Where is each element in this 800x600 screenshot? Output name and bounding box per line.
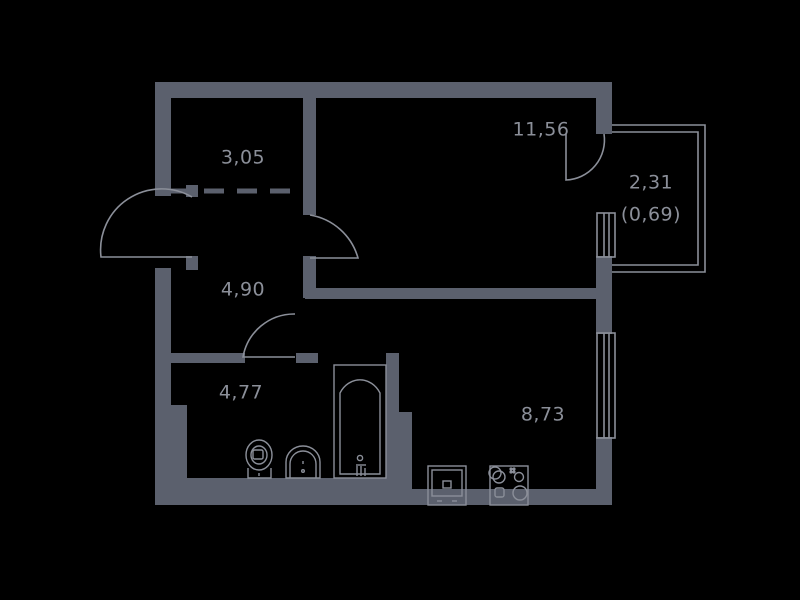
area-label-bathroom: 4,77 [219,382,263,404]
area-label-kitchen: 8,73 [521,404,565,426]
entry-door-swing-right [309,214,360,259]
washbasin-fixture [285,445,321,479]
cooktop-fixture [488,465,529,506]
wall-outer-right-bottom [596,437,612,505]
wall-bath-kitchen-cap [386,353,399,363]
cooktop-knob-3 [509,470,513,474]
balcony-outer-line [612,124,706,273]
wall-niche-top [386,412,412,423]
door-jamb-entry-right-top [303,185,316,215]
washbasin-inner [289,450,317,478]
area-label-hall-upper: 3,05 [221,147,265,169]
wall-outer-top [155,82,612,98]
toilet-cistern [247,468,272,479]
wall-living-kitchen [305,288,600,299]
balcony-outline [612,124,706,273]
bathtub-faucet [356,466,366,476]
cooktop-knob-2 [512,467,516,471]
wall-outer-left-stub [155,185,171,196]
balcony-door-window [596,212,616,258]
door-jamb-entry-left-bottom [186,256,198,270]
toilet-seat-inner [250,445,268,465]
cooktop-burner-tl [492,470,506,484]
window-group [596,212,616,439]
bathroom-door-swing [242,313,296,358]
bathtub-fixture [333,364,387,479]
balcony-inner-line [612,131,699,266]
entry-door-swing-left [99,188,193,258]
washbasin-bowl [285,445,321,479]
area-label-group: 3,05 4,90 4,77 11,56 8,73 2,31 (0,69) [219,119,681,426]
wall-bath-top-right [296,353,318,363]
kitchen-sink-outer [427,465,467,506]
cooktop-burner-br [512,485,528,501]
wall-outer-right-mid2 [596,294,612,334]
wall-bath-left-jog [155,405,187,416]
kitchen-sink-drain [442,480,452,489]
wall-outer-left-bath [155,416,171,500]
wall-outer-left-lower [155,268,171,416]
toilet-bowl [245,439,273,471]
wall-outer-bottom [155,489,612,505]
kitchen-fixtures [427,465,529,506]
wall-bath-bottom [187,478,399,489]
area-label-hall-lower: 4,90 [221,279,265,301]
door-jamb-entry-left-top [186,185,198,197]
toilet-fixture [245,439,273,479]
kitchen-sink-fixture [427,465,467,506]
area-label-balcony-adjusted: (0,69) [621,204,681,226]
area-label-living-room: 11,56 [513,119,570,141]
wall-stub-balcony-head [596,130,612,134]
cooktop-burner-tr [513,471,525,483]
cooktop-outer [489,465,529,506]
wall-outer-right-mid [596,256,612,294]
wall-bath-left-inner [171,405,187,500]
toilet-lid [252,449,264,460]
washbasin-drain [301,469,306,474]
cooktop-burner-1 [488,466,502,480]
cooktop-knob-4 [512,470,516,474]
wall-outer-right-top [596,82,612,130]
wall-hall-living-upper [303,82,316,215]
kitchen-window [596,332,616,439]
wall-outer-left-upper [155,82,171,185]
cooktop-knob-1 [509,467,513,471]
bathtub-inner [339,379,381,475]
living-room-door-swing [565,133,606,181]
wall-group [155,82,612,505]
bathroom-fixtures [245,364,387,479]
cooktop-burner-bl [494,487,505,498]
wall-niche-right [399,412,412,490]
area-label-balcony: 2,31 [629,172,673,194]
bathtub-outer [333,364,387,479]
door-swing-group [99,133,606,358]
wall-bath-top-left [171,353,245,363]
bathtub-drain [356,454,364,462]
kitchen-sink-basin [431,469,463,497]
door-jamb-entry-right-bottom [303,256,316,270]
